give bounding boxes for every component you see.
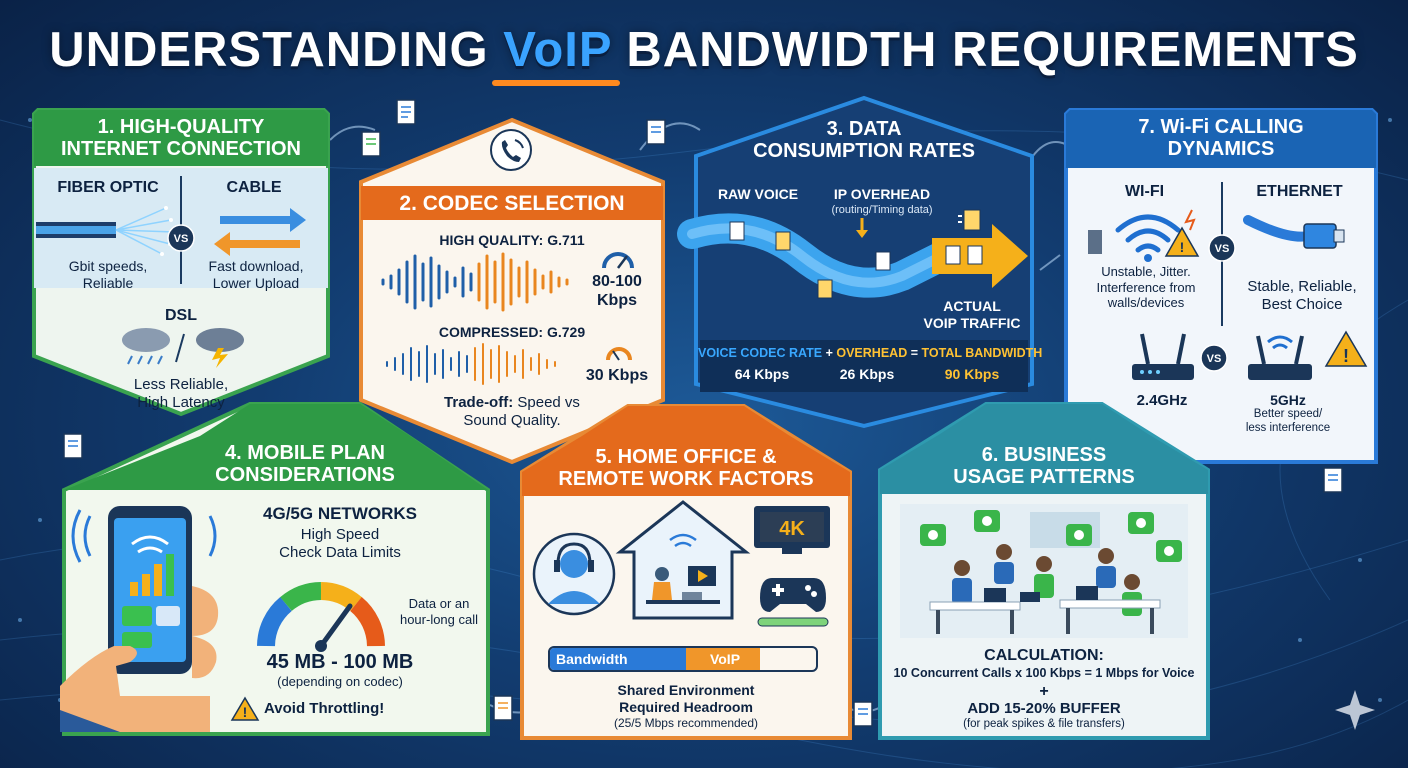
mobile-usage-note: (depending on codec) [277,674,403,689]
ip-overhead-note: (routing/Timing data) [831,204,933,216]
document-icon [1323,467,1343,493]
headset-user-icon [532,532,616,616]
bandwidth-segment [550,648,686,670]
home-office-footer: Shared Environment Required Headroom (25… [613,682,759,730]
overhead-value: 26 Kbps [839,366,895,382]
bandwidth-bar: Bandwidth VoIP [548,646,818,672]
hq-waveform-icon [381,252,569,312]
gauge-low-icon [606,347,632,361]
svg-text:VS: VS [1215,243,1230,255]
wifi-icon: ! [1088,209,1200,262]
document-icon [361,131,381,157]
panel-3-frame [694,95,1034,429]
ethernet-cable-icon [1243,215,1345,249]
svg-text:!: ! [1343,346,1349,366]
hq-codec-label: HIGH QUALITY: G.711 [439,232,585,248]
rain-cloud-icon [122,328,244,368]
network-label: 4G/5G NETWORKS [263,504,417,523]
voip-bar-label: VoIP [709,651,741,667]
svg-text:!: ! [243,704,248,720]
smartphone-icon [60,506,219,732]
cable-arrows-icon [214,208,306,256]
compressed-codec-rate: 30 Kbps [585,367,649,384]
fiber-optic-icon [36,206,176,256]
data-pipe-icon [677,213,1028,299]
band-5ghz-note: Better speed/less interference [1245,408,1331,434]
mobile-usage: 45 MB - 100 MB [266,651,414,673]
codec-tradeoff: Trade-off: Speed vs Sound Quality. [444,394,580,429]
panel-home-office: 5. HOME OFFICE &REMOTE WORK FACTORS 4K B… [518,402,854,742]
house-icon [615,500,751,620]
vs-badge-band: VS [1200,344,1228,372]
office-team-icon [900,504,1188,638]
fiber-optic-label: FIBER OPTIC [57,179,159,196]
title-underline [492,80,620,86]
panel-5-header: 5. HOME OFFICE &REMOTE WORK FACTORS [558,446,814,491]
dsl-label: DSL [165,307,197,324]
throttling-warning: Avoid Throttling! [264,700,385,717]
buffer-label: ADD 15-20% BUFFER [967,700,1121,717]
compressed-codec-label: COMPRESSED: G.729 [438,324,586,340]
band-2-4ghz-label: 2.4GHz [1136,392,1188,409]
router-2-4ghz-icon [1132,333,1194,380]
dsl-description: Less Reliable,High Latency [133,376,229,411]
document-icon [63,433,83,459]
voip-segment [686,648,760,670]
gamepad-icon [757,578,829,627]
document-icon [646,119,666,145]
panel-2-header: 2. CODEC SELECTION [399,192,625,215]
calculation-formula: 10 Concurrent Calls x 100 Kbps = 1 Mbps … [893,666,1195,680]
speed-gauge-icon [257,582,385,652]
vs-badge: VS [167,224,195,252]
tv-icon: 4K [754,506,830,554]
svg-text:VS: VS [1207,353,1222,365]
phone-signal-icon [490,129,532,171]
document-icon [493,695,513,721]
page-title: UNDERSTANDING VoIP BANDWIDTH REQUIREMENT… [49,23,1359,77]
document-icon [396,99,416,125]
fiber-description: Gbit speeds,Reliable [68,258,148,291]
document-icon [853,701,873,727]
warning-icon: ! [230,696,260,721]
cable-description: Fast download,Lower Upload [208,258,304,291]
calculation-label: CALCULATION: [984,647,1104,664]
router-5ghz-icon: ! [1248,330,1368,380]
packet-icon [958,209,981,231]
total-bandwidth-value: 90 Kbps [944,366,1000,382]
gauge-icon [602,252,634,269]
ip-overhead-label: IP OVERHEAD [833,186,931,202]
vs-badge-wifi: VS [1208,234,1236,262]
svg-text:VS: VS [174,233,189,245]
cable-label: CABLE [226,179,282,196]
bandwidth-equation: VOICE CODEC RATE + OVERHEAD = TOTAL BAND… [698,346,1043,360]
bandwidth-bar-label: Bandwidth [556,651,628,667]
ethernet-description: Stable, Reliable,Best Choice [1247,278,1357,313]
buffer-note: (for peak spikes & file transfers) [963,718,1125,730]
codec-rate-value: 64 Kbps [734,366,790,382]
ethernet-label: ETHERNET [1256,183,1343,200]
svg-text:4K: 4K [779,518,805,540]
calculation-plus: + [1039,683,1049,700]
wifi-label: WI-FI [1124,183,1165,200]
svg-text:!: ! [1180,239,1185,255]
panel-codec-selection: 2. CODEC SELECTION HIGH QUALITY: G.711 8… [357,116,667,466]
raw-voice-label: RAW VOICE [717,186,799,202]
compressed-waveform-icon [386,343,556,385]
band-5ghz-label: 5GHz [1270,392,1306,408]
